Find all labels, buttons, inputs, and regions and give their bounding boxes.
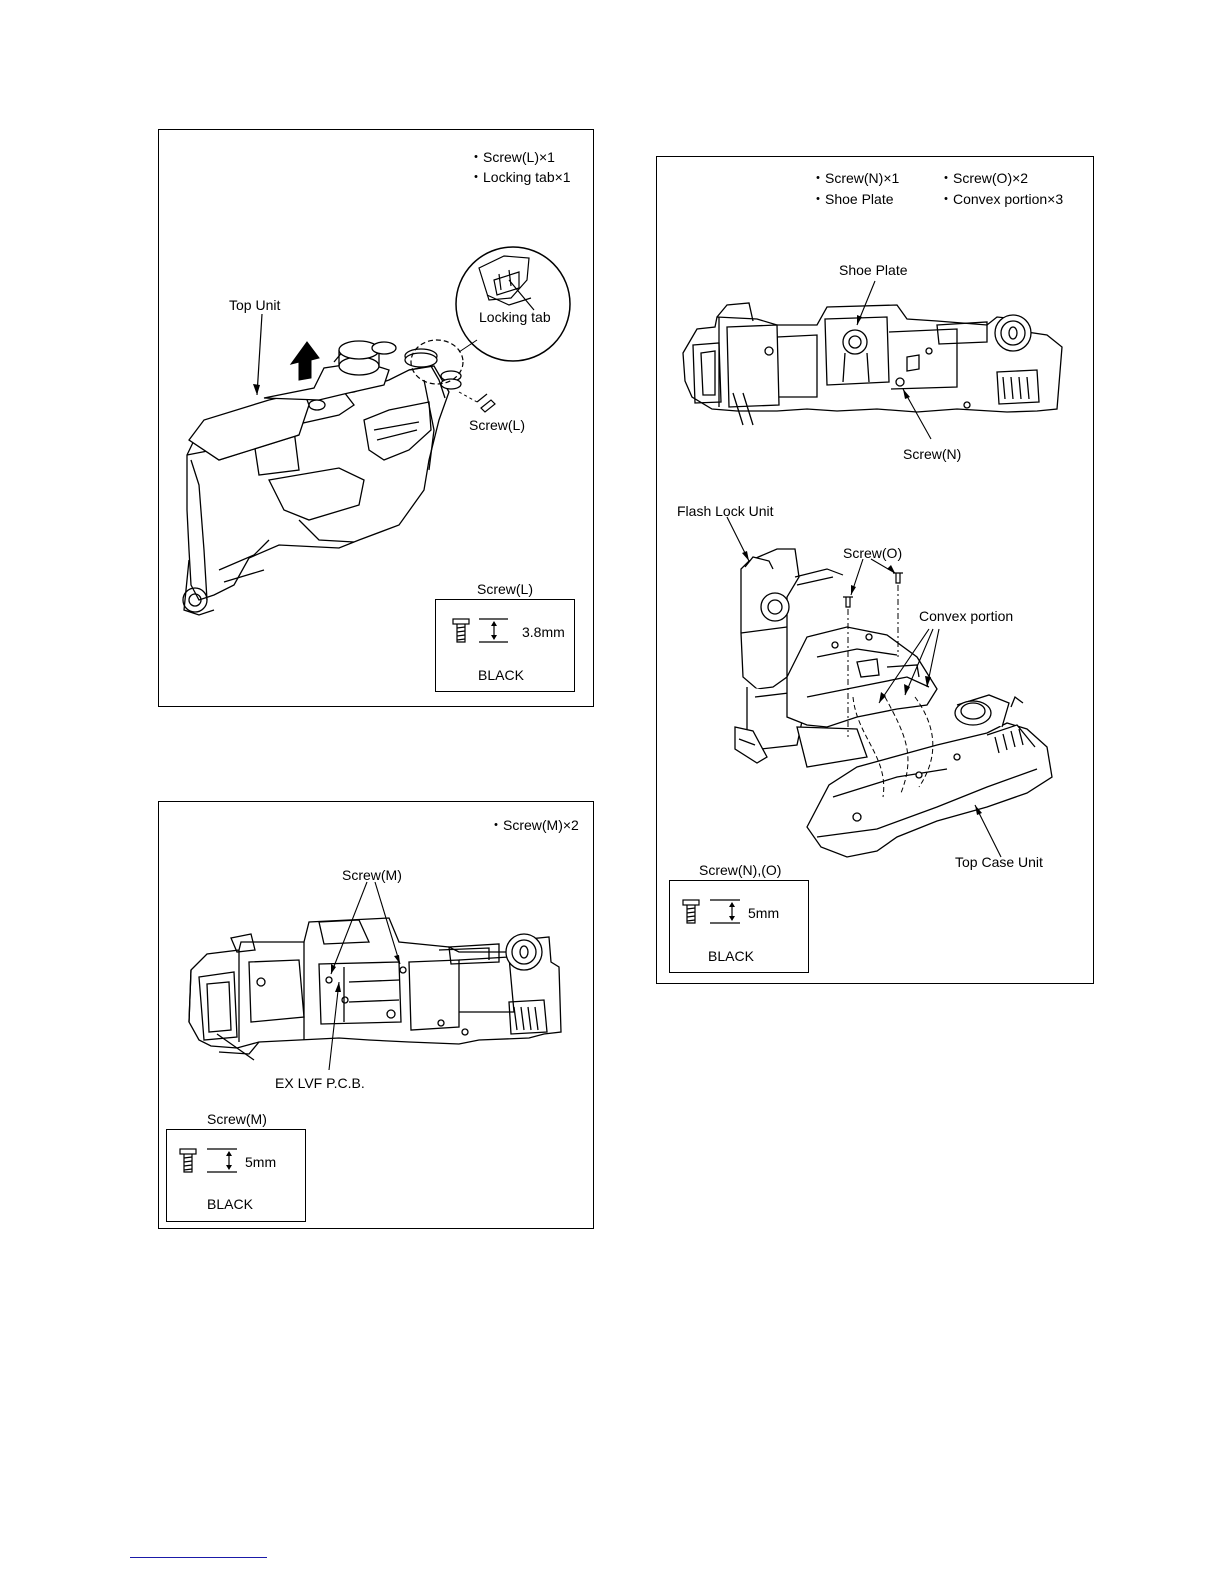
footer-link-underline bbox=[130, 1557, 267, 1558]
screw-l-spec-box: 3.8mm BLACK bbox=[435, 599, 575, 692]
label-shoe-plate: Shoe Plate bbox=[839, 263, 908, 277]
figure-top-case-unit: ・Screw(N)×1 ・Screw(O)×2 ・Shoe Plate ・Con… bbox=[656, 156, 1094, 984]
label-screw-m: Screw(M) bbox=[342, 868, 402, 882]
label-top-unit: Top Unit bbox=[229, 298, 280, 312]
label-screw-l: Screw(L) bbox=[469, 418, 525, 432]
label-convex-portion: Convex portion bbox=[919, 609, 1013, 623]
screw-m-color: BLACK bbox=[207, 1196, 253, 1212]
screw-n-o-length: 5mm bbox=[748, 905, 779, 921]
spec-title-screw-n-o: Screw(N),(O) bbox=[699, 863, 781, 877]
label-top-case-unit: Top Case Unit bbox=[955, 855, 1043, 869]
screw-n-o-color: BLACK bbox=[708, 948, 754, 964]
screw-n-o-spec-box: 5mm BLACK bbox=[669, 880, 809, 973]
screw-l-length: 3.8mm bbox=[522, 624, 565, 640]
spec-title-screw-m: Screw(M) bbox=[207, 1112, 267, 1126]
screw-m-spec-box: 5mm BLACK bbox=[166, 1129, 306, 1222]
label-screw-o: Screw(O) bbox=[843, 546, 902, 560]
spec-title-screw-l: Screw(L) bbox=[477, 582, 533, 596]
screw-m-length: 5mm bbox=[245, 1154, 276, 1170]
label-screw-n: Screw(N) bbox=[903, 447, 961, 461]
figure-top-unit-removal: ・Screw(L)×1 ・Locking tab×1 bbox=[158, 129, 594, 707]
label-flash-lock-unit: Flash Lock Unit bbox=[677, 504, 773, 518]
label-ex-lvf-pcb: EX LVF P.C.B. bbox=[275, 1076, 365, 1090]
figure-ex-lvf-pcb: ・Screw(M)×2 bbox=[158, 801, 594, 1229]
label-locking-tab: Locking tab bbox=[479, 310, 551, 324]
screw-l-color: BLACK bbox=[478, 667, 524, 683]
